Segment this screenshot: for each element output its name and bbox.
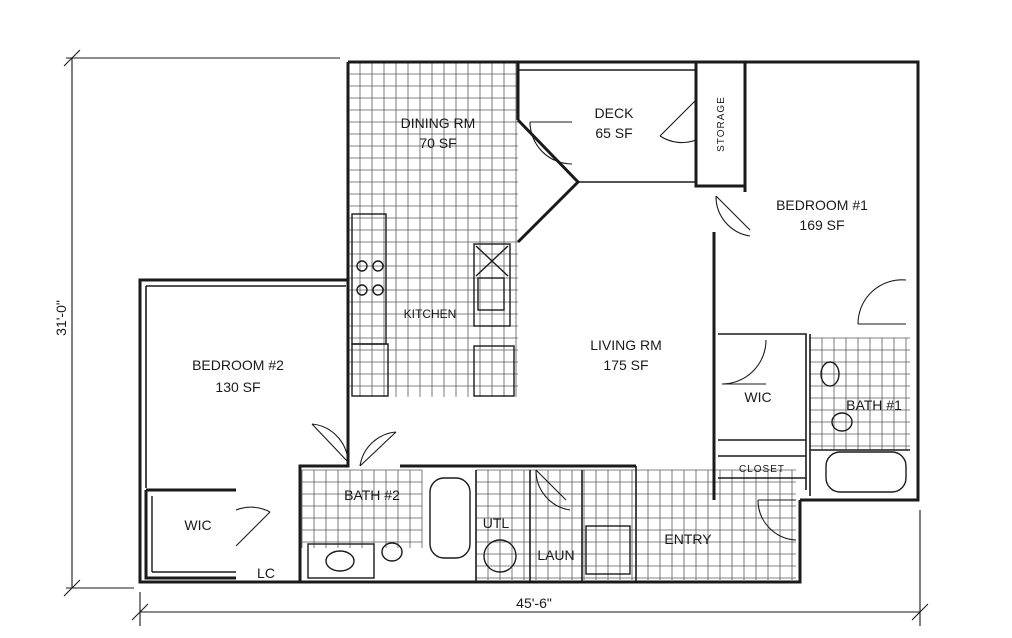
utl-name: UTL <box>483 515 510 531</box>
door-bath1-swing <box>857 279 907 325</box>
room-labels: DINING RM 70 SF DECK 65 SF STORAGE BEDRO… <box>53 96 902 611</box>
dining-kitchen-tile <box>347 61 518 397</box>
deck-area: 65 SF <box>595 125 632 141</box>
lc-name: LC <box>257 565 275 581</box>
entry-name: ENTRY <box>664 531 712 547</box>
bath1-name: BATH #1 <box>846 397 902 413</box>
bath1-toilet-icon <box>831 412 853 432</box>
wall-storage <box>694 62 747 188</box>
bath2-vanity <box>307 543 375 579</box>
wall-dining-diagonal <box>516 118 581 244</box>
storage-name: STORAGE <box>716 96 727 152</box>
wic2-shelf <box>151 496 236 573</box>
bath2-toilet-icon <box>381 542 403 562</box>
wall-bedroom2-inner <box>145 285 346 488</box>
door-bedroom1-swing <box>715 195 751 237</box>
entry-tile <box>635 469 796 580</box>
kitchen-name: KITCHEN <box>404 307 457 321</box>
stove-burner-icon <box>372 284 384 296</box>
living-room-area: 175 SF <box>603 357 648 373</box>
door-bedroom2-swing <box>311 423 349 467</box>
door-bath2-swing <box>359 431 397 467</box>
laundry-unit <box>585 525 631 575</box>
dining-room-name: DINING RM <box>401 115 476 131</box>
wall-deck <box>518 69 696 183</box>
door-utl-swing <box>535 469 571 511</box>
stove-burner-icon <box>372 260 384 272</box>
laun-name: LAUN <box>537 547 574 563</box>
bedroom1-area: 169 SF <box>799 217 844 233</box>
wall-bedroom2 <box>138 278 348 584</box>
walls <box>138 60 920 584</box>
bath1-sink-icon <box>820 361 840 387</box>
door-entry-swing <box>757 499 797 541</box>
bedroom2-area: 130 SF <box>215 379 260 395</box>
width-dimension-label: 45'-6" <box>516 595 552 611</box>
fixtures <box>151 213 907 579</box>
wall-bottom <box>300 500 802 584</box>
bedroom2-name: BEDROOM #2 <box>192 357 284 373</box>
bath1-tub <box>825 451 907 493</box>
deck-name: DECK <box>595 105 635 121</box>
wall-bath2 <box>298 408 350 582</box>
width-dimension-line <box>131 510 929 626</box>
wall-dining-outer <box>346 60 520 408</box>
wall-utl <box>475 466 637 582</box>
wall-bath1 <box>809 334 910 496</box>
bath2-tile <box>301 469 423 548</box>
dimension-lines <box>63 49 929 626</box>
kitchen-sink <box>477 277 505 311</box>
doors <box>235 99 907 547</box>
door-wic1-swing <box>721 339 767 385</box>
wic2-name: WIC <box>184 517 211 533</box>
door-storage-swing <box>659 99 697 144</box>
refrigerator <box>473 345 515 397</box>
stove-burner-icon <box>356 260 368 272</box>
wall-wic1 <box>718 333 807 490</box>
living-room-name: LIVING RM <box>590 337 662 353</box>
stove-burner-icon <box>356 284 368 296</box>
water-heater-icon <box>483 539 517 573</box>
closet-name: CLOSET <box>739 464 785 475</box>
kitchen-counter-bottom <box>351 343 389 397</box>
tiled-floor-areas <box>301 61 910 580</box>
wall-bedroom1-left <box>712 186 747 500</box>
wic1-name: WIC <box>744 389 771 405</box>
dishwasher-x-icon <box>475 245 509 277</box>
door-deck-swing <box>529 121 573 165</box>
utility-tile <box>475 469 636 580</box>
door-wic2-swing <box>235 506 271 547</box>
height-dimension-line <box>63 49 340 597</box>
wall-wic2 <box>144 488 236 580</box>
bath2-name: BATH #2 <box>344 487 400 503</box>
kitchen-island <box>473 243 511 327</box>
kitchen-counter-left <box>351 213 387 345</box>
bath2-sink-icon <box>325 550 355 572</box>
dining-room-area: 70 SF <box>419 135 456 151</box>
height-dimension-label: 31'-0" <box>53 300 69 336</box>
wall-top-right <box>518 60 920 502</box>
bath1-tile <box>809 337 910 450</box>
bath2-tub <box>429 477 471 559</box>
bedroom1-name: BEDROOM #1 <box>776 197 868 213</box>
